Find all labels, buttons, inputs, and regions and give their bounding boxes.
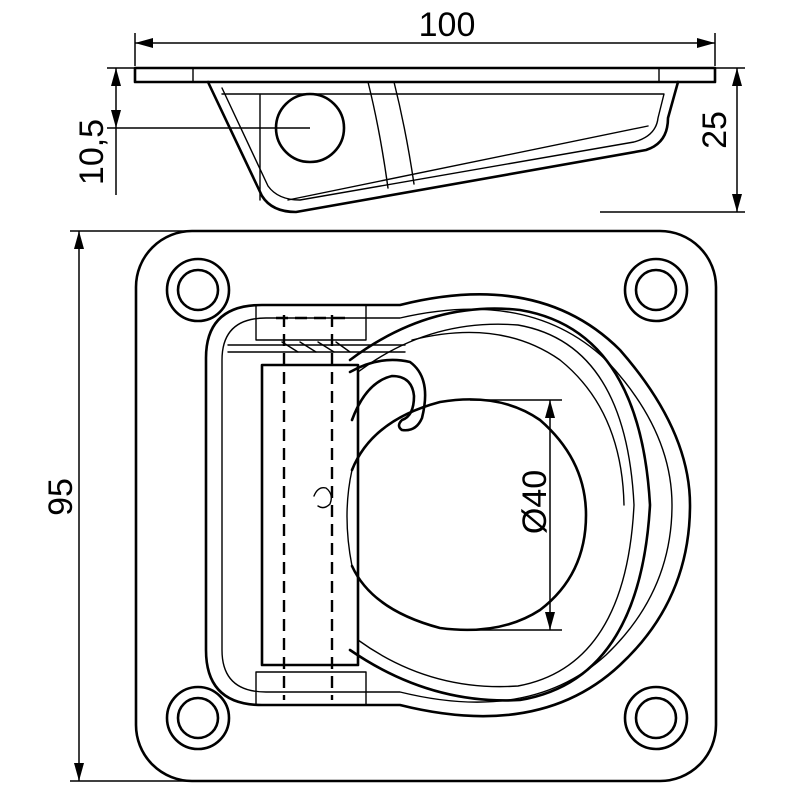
side-view-housing-inner [221,87,665,201]
ring-cutout-circle [350,398,588,632]
dim-95-arrow-bottom [74,763,84,781]
dim-25-arrow-top [732,68,742,86]
mounting-hole-top-left [165,257,231,323]
dim-40-arrow-bottom [545,612,555,630]
hinge-bottom-block [255,671,367,706]
ring-hook [348,358,427,432]
mounting-hole-bottom-right [623,685,689,751]
plan-view-plate [134,229,718,783]
ring-cutout-edge [346,469,353,567]
mounting-hole-top-right [623,257,689,323]
dim-105-arrow-top [111,68,121,86]
dim-40-label: Ø40 [516,470,554,534]
dim-105-label: 10,5 [73,119,111,185]
hinge-hatch [281,341,351,353]
dim-25-arrow-bottom [732,194,742,212]
dim-105-arrow-center [111,110,121,128]
hinge-top-block [255,304,367,341]
dim-95-arrow-top [74,231,84,249]
ring-highlight [411,331,625,506]
side-view-plate [133,66,717,84]
dim-100-label: 100 [419,6,476,44]
side-view-housing-outline [206,80,680,214]
side-view: 100 25 10,5 [73,6,745,214]
side-view-bevel-line [287,125,649,201]
hinge-center-mark [313,486,333,509]
mounting-hole-bottom-left [165,685,231,751]
dim-95-label: 95 [42,478,80,516]
ring-inner [357,323,635,688]
dim-100-arrow-right [697,38,715,48]
side-view-ring-strap [367,81,415,189]
plan-view: Ø40 95 [42,229,718,783]
dim-40-arrow-top [545,400,555,418]
hinge-housing [260,363,360,667]
dim-100-arrow-left [135,38,153,48]
dim-25-label: 25 [696,111,734,149]
plan-view-recess-outline [204,293,692,718]
plan-view-recess-inner [221,308,673,703]
ring-outer [348,307,652,702]
